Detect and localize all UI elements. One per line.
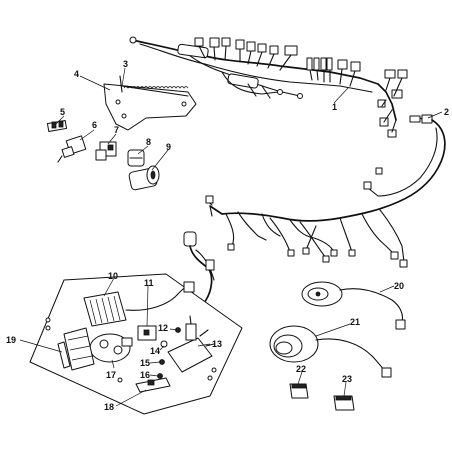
part-13-solenoid (167, 315, 215, 373)
callout-17: 17 (106, 370, 116, 380)
callout-21: 21 (350, 317, 360, 327)
callout-3: 3 (123, 59, 128, 69)
callout-2: 2 (444, 107, 449, 117)
callout-10: 10 (108, 271, 118, 281)
part-23-switch (333, 395, 355, 411)
callout-8: 8 (146, 137, 151, 147)
part-5-fuse-holder (46, 119, 68, 133)
callout-15: 15 (140, 358, 150, 368)
part-19-starter-relay (57, 327, 95, 371)
callout-19: 19 (6, 335, 16, 345)
part-11-relay-box (137, 325, 157, 341)
callout-14: 14 (150, 346, 160, 356)
part-15-washer (159, 359, 165, 365)
callout-16: 16 (140, 370, 150, 380)
part-21-gauge (269, 325, 392, 378)
leader-lines (19, 67, 443, 407)
callout-12: 12 (158, 323, 168, 333)
callout-9: 9 (166, 142, 171, 152)
part-9-ignition (128, 165, 160, 191)
mounting-board (29, 273, 243, 415)
callout-20: 20 (394, 281, 404, 291)
part-14-nut (160, 340, 168, 348)
part-18-bracket (135, 377, 171, 393)
callout-6: 6 (92, 120, 97, 130)
part-22-switch (289, 383, 309, 399)
callout-5: 5 (60, 107, 65, 117)
callout-labels: 1 2 3 4 5 6 7 8 9 10 11 12 13 14 15 16 1… (6, 59, 449, 412)
part-8-connector (127, 149, 145, 167)
callout-7: 7 (114, 125, 119, 135)
part-16-screw (157, 373, 163, 379)
part-20-horn (301, 281, 406, 330)
callout-1: 1 (332, 102, 337, 112)
main-wiring-harness (129, 36, 408, 138)
callout-13: 13 (212, 339, 222, 349)
part-10-regulator (83, 281, 195, 327)
part-17-flasher (89, 333, 133, 363)
part-7-switch (95, 141, 117, 161)
bracket-cover (103, 75, 197, 131)
callout-22: 22 (296, 364, 306, 374)
sub-harness (205, 114, 446, 268)
callout-18: 18 (104, 402, 114, 412)
callout-11: 11 (144, 278, 154, 288)
callout-4: 4 (74, 69, 79, 79)
part-6-relay (57, 135, 87, 163)
callout-23: 23 (342, 374, 352, 384)
